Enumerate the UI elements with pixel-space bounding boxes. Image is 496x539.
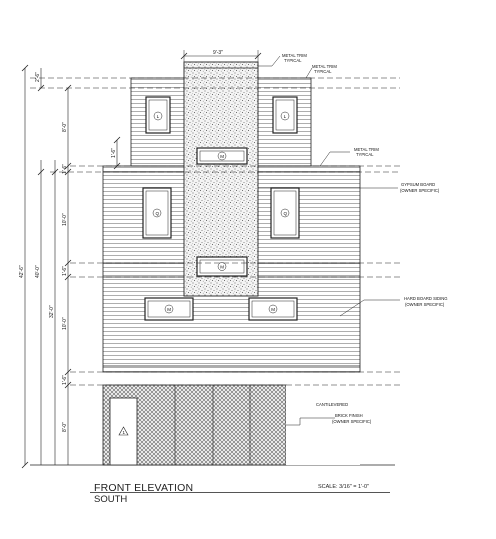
window-tag: L — [284, 114, 287, 119]
note-metal-trim-2: METAL TRIM — [312, 64, 337, 69]
note-cantilevered: CANTILEVERED — [316, 402, 348, 407]
note-gypsum-sub: (OWNER SPECIFIC) — [400, 188, 440, 193]
leader-metal-trim-1 — [258, 55, 281, 67]
note-metal-trim-3-sub: TYPICAL — [356, 152, 374, 157]
window-tag: Q — [284, 211, 288, 216]
leader-hardboard — [339, 299, 400, 317]
note-hardboard: HARD BOARD SIDING — [404, 296, 448, 301]
drawing-scale: SCALE: 3/16" = 1'-0" — [318, 484, 369, 490]
dim-chimney-width: 9'-3" — [213, 50, 223, 56]
note-metal-trim-1-sub: TYPICAL — [284, 58, 302, 63]
dim-floor-joist-1: 1'-6" — [62, 164, 68, 174]
window-tag: M — [167, 307, 171, 312]
note-metal-trim-2-sub: TYPICAL — [314, 69, 332, 74]
note-gypsum: GYPSUM BOARD — [401, 182, 435, 187]
dim-upper-total: 40'-0" — [35, 265, 41, 278]
dim-third-floor: 10'-0" — [62, 213, 68, 226]
window-tag: M — [271, 307, 275, 312]
window-tag: M — [220, 154, 224, 159]
leader-metal-trim-2 — [305, 67, 313, 79]
window-tag: L — [157, 114, 160, 119]
dim-overall: 42'-6" — [19, 265, 25, 278]
dim-floor-joist-3: 1'-6" — [62, 375, 68, 385]
title-underline — [90, 492, 390, 493]
note-brick: BRICK FINISH — [335, 413, 363, 418]
dimension-ticks — [21, 64, 121, 469]
drawing-subtitle: SOUTH — [94, 494, 128, 505]
note-hardboard-sub: (OWNER SPECIFIC) — [405, 302, 445, 307]
door-tag-triangle — [118, 426, 129, 436]
dim-parapet: 2'-6" — [35, 72, 41, 82]
level-lines — [30, 77, 400, 386]
dim-middle-total: 32'-0" — [49, 305, 55, 318]
dim-floor-joist-2: 1'-6" — [62, 266, 68, 276]
door-tag: 1 — [123, 430, 126, 435]
dim-second-floor: 10'-0" — [62, 317, 68, 330]
drawing-title: FRONT ELEVATION — [94, 482, 194, 494]
note-brick-sub: (OWNER SPECIFIC) — [332, 419, 372, 424]
leader-brick — [286, 417, 335, 426]
dim-ground-floor: 8'-0" — [62, 422, 68, 432]
front-door — [109, 397, 138, 466]
dim-top-floor: 8'-0" — [62, 122, 68, 132]
window-tag: Q — [156, 211, 160, 216]
window-tag: M — [220, 265, 224, 270]
leader-metal-trim-3 — [319, 151, 350, 167]
dim-step: 1'-6" — [111, 148, 117, 158]
note-metal-trim-3: METAL TRIM — [354, 147, 379, 152]
note-metal-trim-1: METAL TRIM — [282, 53, 307, 58]
